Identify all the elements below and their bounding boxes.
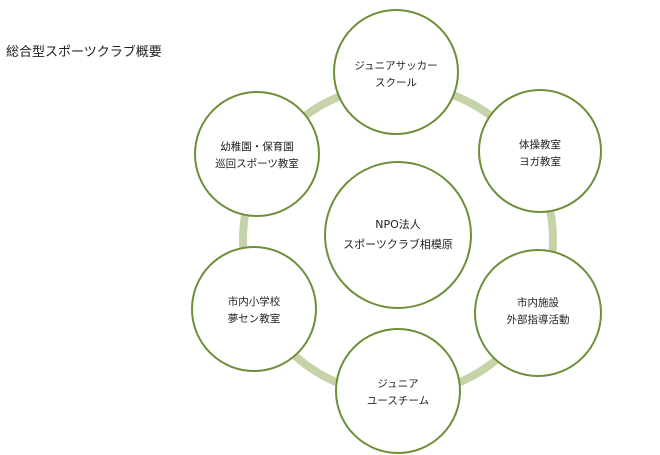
node-circle [478,89,602,213]
center-label-line-2: スポーツクラブ相模原 [343,237,453,251]
node-label-line-1: 市内施設 [517,296,559,309]
node-label-line-1: 市内小学校 [228,295,281,308]
node-circle [474,249,602,377]
node-circle [335,328,461,454]
center-label-line-1: NPO法人 [375,217,421,231]
node-circle [194,91,320,217]
node-city-facility: 市内施設 外部指導活動 [474,249,602,377]
node-junior-soccer: ジュニアサッカー スクール [333,9,459,135]
node-label-line-2: ユースチーム [367,395,429,407]
center-node: NPO法人 スポーツクラブ相模原 [324,161,472,309]
center-circle [324,161,472,309]
node-label-line-2: 夢セン教室 [228,312,281,325]
node-label-line-1: ジュニアサッカー [354,60,437,72]
node-junior-youth: ジュニア ユースチーム [335,328,461,454]
node-label-line-2: ヨガ教室 [519,155,561,168]
node-label-line-1: 体操教室 [519,138,561,151]
node-label-line-1: 幼稚園・保育園 [220,140,294,153]
node-gym-yoga: 体操教室 ヨガ教室 [478,89,602,213]
node-label-line-1: ジュニア [377,378,418,390]
node-circle [191,246,317,372]
node-circle [333,9,459,135]
node-city-school: 市内小学校 夢セン教室 [191,246,317,372]
node-label-line-2: 外部指導活動 [507,313,570,326]
page-title: 総合型スポーツクラブ概要 [6,45,162,60]
node-label-line-2: スクール [375,77,417,89]
node-kindergarten: 幼稚園・保育園 巡回スポーツ教室 [194,91,320,217]
node-label-line-2: 巡回スポーツ教室 [215,157,299,170]
